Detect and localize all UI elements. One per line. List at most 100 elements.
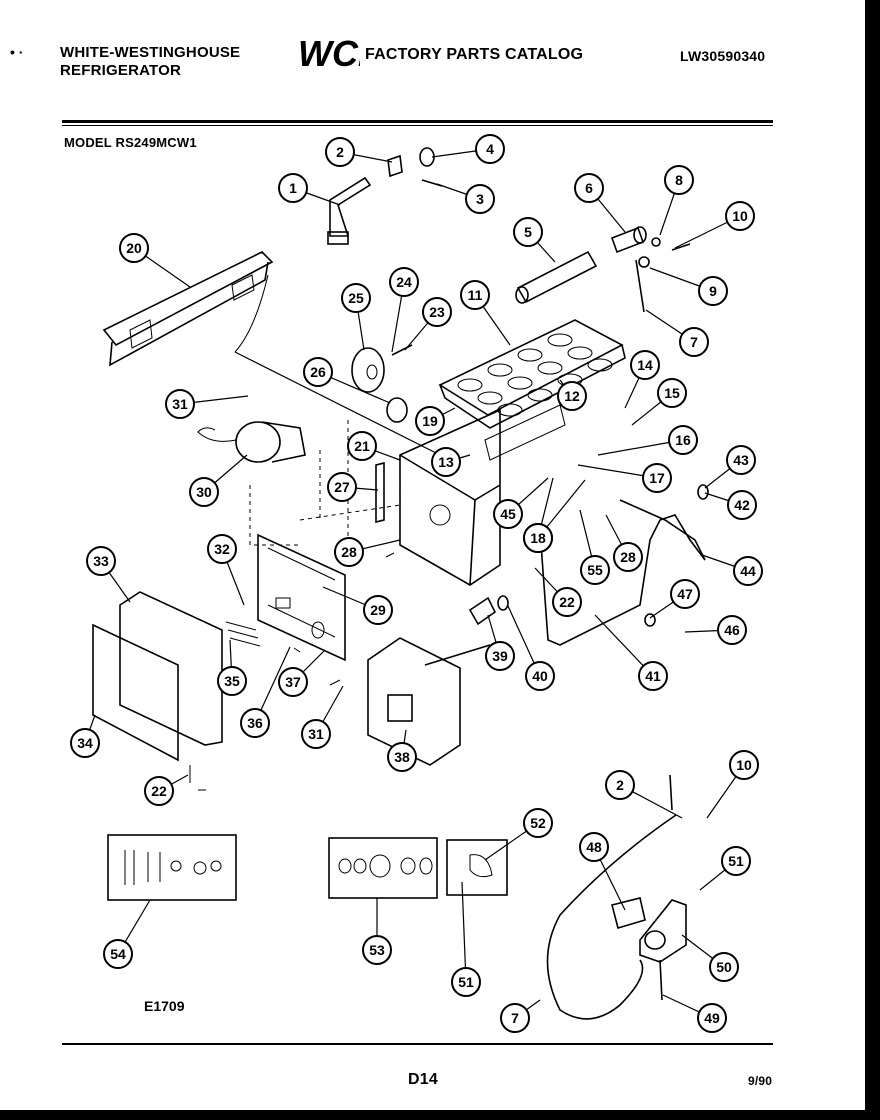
callout-circle xyxy=(493,499,523,529)
callout-number: 10 xyxy=(736,757,752,773)
part-clip-kit-box xyxy=(446,839,508,896)
callout-circle xyxy=(657,378,687,408)
callout-circle xyxy=(698,276,728,306)
callout-circle xyxy=(664,165,694,195)
callout-number: 22 xyxy=(151,783,167,799)
callout-circle xyxy=(325,137,355,167)
callout-22: 22 xyxy=(552,587,582,617)
callout-number: 45 xyxy=(500,506,516,522)
callout-31: 31 xyxy=(165,389,195,419)
callout-number: 39 xyxy=(492,648,508,664)
part-valve-solenoid xyxy=(639,899,687,963)
callout-38: 38 xyxy=(387,742,417,772)
scan-edge-bottom xyxy=(0,1110,880,1120)
callout-number: 15 xyxy=(664,385,680,401)
callout-28: 28 xyxy=(613,542,643,572)
callout-number: 50 xyxy=(716,959,732,975)
callout-31: 31 xyxy=(301,719,331,749)
callout-39: 39 xyxy=(485,641,515,671)
callout-circle xyxy=(513,217,543,247)
callout-circle xyxy=(278,173,308,203)
callout-50: 50 xyxy=(709,952,739,982)
callout-circle xyxy=(475,134,505,164)
callout-number: 28 xyxy=(620,549,636,565)
callout-18: 18 xyxy=(523,523,553,553)
callout-circle xyxy=(460,280,490,310)
callout-33: 33 xyxy=(86,546,116,576)
callout-circle xyxy=(303,357,333,387)
callout-number: 4 xyxy=(486,141,494,157)
document-number: LW30590340 xyxy=(680,48,766,64)
callout-number: 34 xyxy=(77,735,93,751)
leader-line xyxy=(461,881,467,983)
product-name: REFRIGERATOR xyxy=(60,62,182,79)
callout-2: 2 xyxy=(325,137,355,167)
callout-number: 52 xyxy=(530,815,546,831)
callout-12: 12 xyxy=(557,381,587,411)
callout-circle xyxy=(334,537,364,567)
part-wire-harness xyxy=(539,514,706,646)
callout-19: 19 xyxy=(415,406,445,436)
callout-22: 22 xyxy=(144,776,174,806)
callout-number: 24 xyxy=(396,274,412,290)
part-hardware-kit-box xyxy=(328,837,438,899)
callout-number: 27 xyxy=(334,479,350,495)
callout-52: 52 xyxy=(523,808,553,838)
callout-number: 1 xyxy=(289,180,297,196)
callout-number: 2 xyxy=(336,144,344,160)
callout-7: 7 xyxy=(679,327,709,357)
callout-number: 2 xyxy=(616,777,624,793)
callout-15: 15 xyxy=(657,378,687,408)
callout-circle xyxy=(70,728,100,758)
callout-55: 55 xyxy=(580,555,610,585)
callout-number: 51 xyxy=(728,853,744,869)
callout-53: 53 xyxy=(362,935,392,965)
callout-circle xyxy=(697,1003,727,1033)
callout-number: 12 xyxy=(564,388,580,404)
footer-rule xyxy=(62,1043,773,1045)
callout-circle xyxy=(733,556,763,586)
callout-number: 29 xyxy=(370,602,386,618)
callout-number: 41 xyxy=(645,668,661,684)
callout-number: 19 xyxy=(422,413,438,429)
callout-10: 10 xyxy=(725,201,755,231)
callout-number: 20 xyxy=(126,240,142,256)
callout-circle xyxy=(485,641,515,671)
callout-number: 48 xyxy=(586,839,602,855)
callout-circle xyxy=(668,425,698,455)
callout-circle xyxy=(727,490,757,520)
part-drive-gear xyxy=(351,347,385,393)
callout-20: 20 xyxy=(119,233,149,263)
callout-44: 44 xyxy=(733,556,763,586)
callout-number: 3 xyxy=(476,191,484,207)
callout-circle xyxy=(523,808,553,838)
callout-circle xyxy=(574,173,604,203)
callout-circle xyxy=(613,542,643,572)
callout-number: 9 xyxy=(709,283,717,299)
callout-number: 38 xyxy=(394,749,410,765)
callout-9: 9 xyxy=(698,276,728,306)
part-fill-tube xyxy=(329,176,372,237)
wci-logo: WCI xyxy=(298,32,369,74)
callout-number: 22 xyxy=(559,594,575,610)
callout-number: 31 xyxy=(172,396,188,412)
callout-number: 54 xyxy=(110,946,126,962)
callout-number: 28 xyxy=(341,544,357,560)
callout-circle xyxy=(721,846,751,876)
callout-circle xyxy=(717,615,747,645)
callout-number: 17 xyxy=(649,470,665,486)
callout-43: 43 xyxy=(726,445,756,475)
callout-16: 16 xyxy=(668,425,698,455)
callout-circle xyxy=(165,389,195,419)
callout-number: 13 xyxy=(438,454,454,470)
callout-number: 7 xyxy=(511,1010,519,1026)
callout-circle xyxy=(327,472,357,502)
figure-code: E1709 xyxy=(144,998,185,1014)
callout-number: 10 xyxy=(732,208,748,224)
part-screw-kit-box xyxy=(107,834,237,901)
part-ejector-shaft xyxy=(516,250,598,304)
callout-circle xyxy=(726,445,756,475)
callout-29: 29 xyxy=(363,595,393,625)
brand-name: WHITE-WESTINGHOUSE xyxy=(60,44,241,61)
callout-circle xyxy=(523,523,553,553)
